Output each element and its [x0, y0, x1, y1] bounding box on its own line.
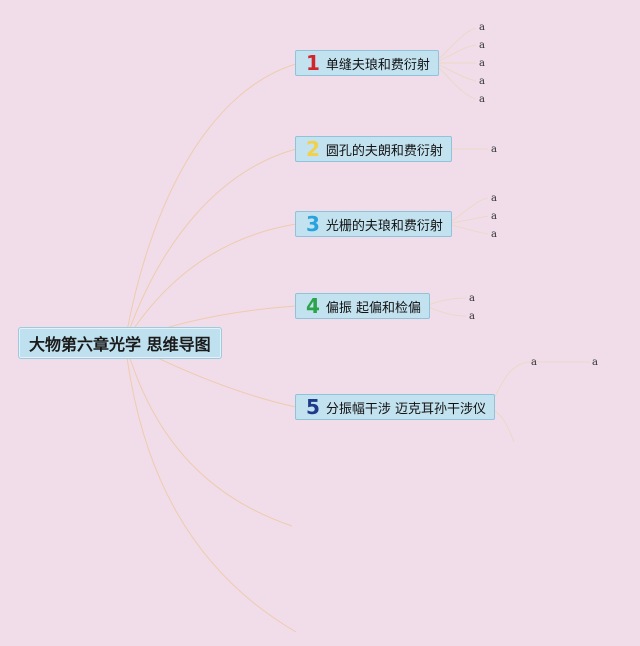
- leaf-node[interactable]: a: [479, 40, 485, 51]
- leaf-node[interactable]: a: [491, 144, 497, 155]
- branch-label: 单缝夫琅和费衍射: [325, 57, 430, 73]
- branch-node-2[interactable]: 2 圆孔的夫朗和费衍射: [295, 136, 452, 162]
- branch-number: 1: [306, 51, 320, 75]
- root-node[interactable]: 大物第六章光学 思维导图: [18, 327, 222, 359]
- leaf-node[interactable]: a: [491, 229, 497, 240]
- branch-node-5[interactable]: 5 分振幅干涉 迈克耳孙干涉仪: [295, 394, 496, 420]
- branch-label: 光栅的夫琅和费衍射: [325, 218, 443, 234]
- branch-number: 5: [306, 395, 320, 419]
- root-label: 大物第六章光学 思维导图: [29, 335, 211, 354]
- branch-label: 圆孔的夫朗和费衍射: [325, 143, 443, 159]
- leaf-node[interactable]: a: [592, 357, 598, 368]
- root-link-2: [124, 148, 297, 343]
- leaf-node[interactable]: a: [479, 94, 485, 105]
- leaf-node[interactable]: a: [469, 311, 475, 322]
- root-link-6: [124, 341, 293, 527]
- branch-label: 分振幅干涉 迈克耳孙干涉仪: [325, 401, 487, 417]
- leaf-links-1: [433, 27, 477, 100]
- root-link-7: [124, 341, 297, 633]
- branch-number: 2: [306, 137, 320, 161]
- leaf-node[interactable]: a: [479, 58, 485, 69]
- leaf-links-3: [446, 197, 489, 235]
- branch-number: 4: [306, 294, 320, 318]
- leaf-node[interactable]: a: [479, 22, 485, 33]
- branch-node-4[interactable]: 4 偏振 起偏和检偏: [295, 293, 431, 319]
- leaf-node[interactable]: a: [491, 193, 497, 204]
- branch-node-3[interactable]: 3 光栅的夫琅和费衍射: [295, 211, 452, 237]
- branch-number: 3: [306, 212, 320, 236]
- branch-label: 偏振 起偏和检偏: [325, 300, 422, 316]
- leaf-node[interactable]: a: [531, 357, 537, 368]
- branch-node-1[interactable]: 1 单缝夫琅和费衍射: [295, 50, 439, 76]
- leaf-node[interactable]: a: [491, 211, 497, 222]
- root-link-3: [124, 223, 297, 343]
- leaf-node[interactable]: a: [469, 293, 475, 304]
- leaf-links-5: [488, 361, 590, 443]
- root-link-1: [124, 63, 297, 343]
- leaf-links-4: [425, 297, 467, 317]
- leaf-node[interactable]: a: [479, 76, 485, 87]
